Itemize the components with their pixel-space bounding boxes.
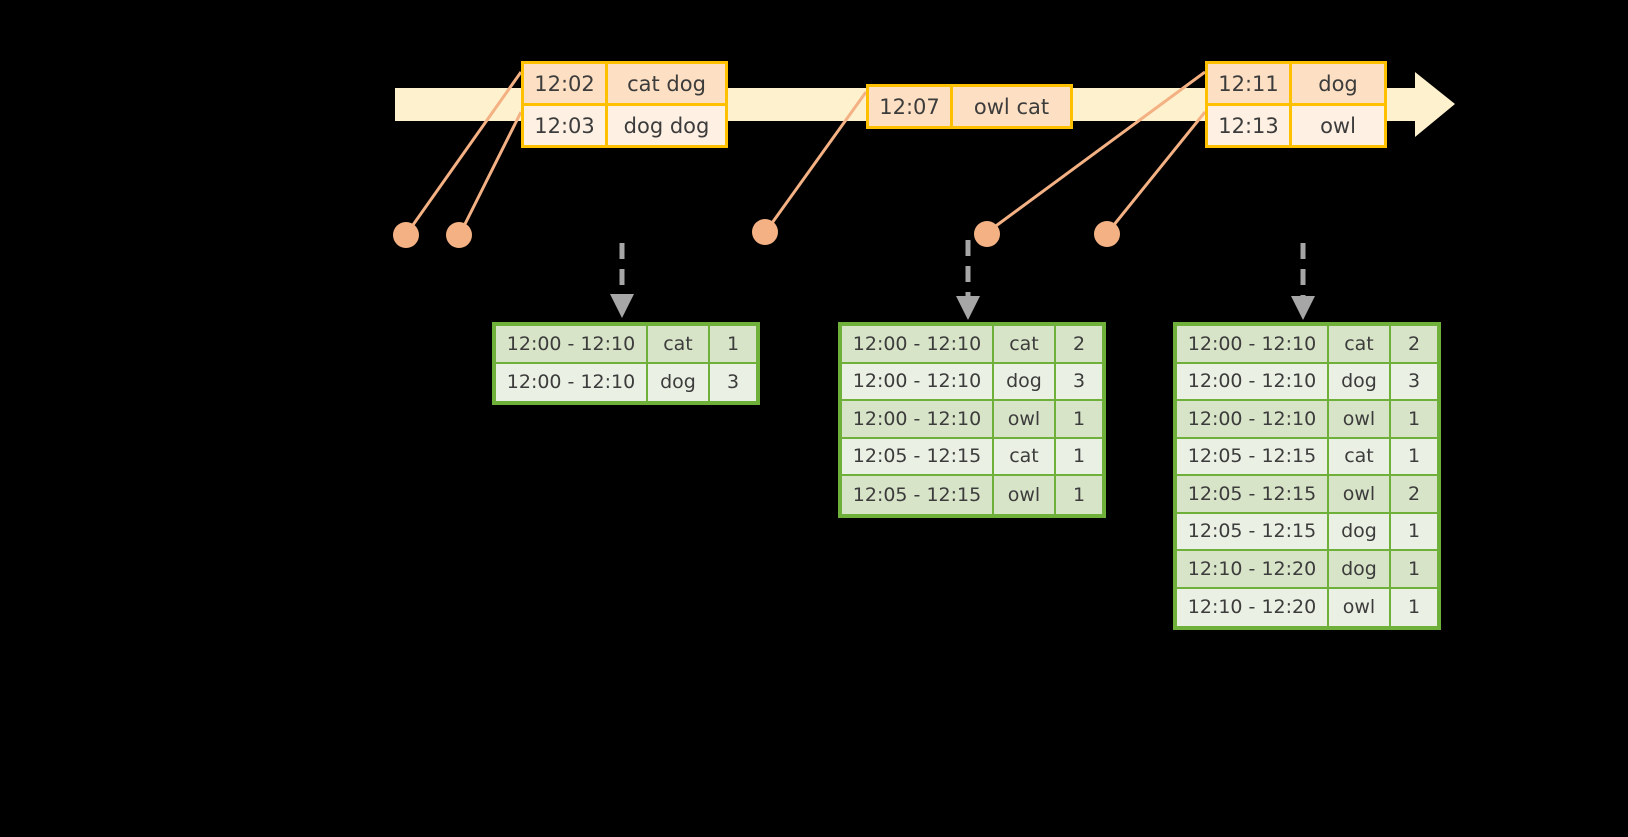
trigger-dot-5 xyxy=(1094,221,1120,247)
cell-name: owl xyxy=(994,476,1056,514)
cell-name: dog xyxy=(1329,551,1391,589)
connector-line-3 xyxy=(765,91,868,231)
dashed-arrow-3 xyxy=(1291,243,1315,320)
cell-window: 12:00 - 12:10 xyxy=(842,401,994,439)
connector-line-2 xyxy=(459,111,523,233)
cell-count: 1 xyxy=(1391,514,1437,551)
cell-count: 2 xyxy=(1391,476,1437,514)
event-payload: dog dog xyxy=(623,113,710,138)
connector-line-5 xyxy=(1107,111,1207,232)
cell-window: 12:10 - 12:20 xyxy=(1177,551,1329,589)
cell-name: cat xyxy=(994,438,1056,476)
cell-name: cat xyxy=(1329,438,1391,476)
event-row[interactable]: 12:11 dog xyxy=(1208,64,1384,103)
cell-window: 12:00 - 12:10 xyxy=(1177,401,1329,439)
cell-count: 3 xyxy=(726,371,740,394)
event-time: 12:07 xyxy=(869,87,953,126)
cell-window: 12:00 - 12:10 xyxy=(496,363,648,401)
event-payload: owl cat xyxy=(973,94,1050,119)
cell-count: 1 xyxy=(1391,439,1437,476)
cell-count: 1 xyxy=(1056,439,1102,476)
cell-name: dog xyxy=(648,363,710,401)
cell-window: 12:05 - 12:15 xyxy=(842,476,994,514)
cell-count: 1 xyxy=(1391,551,1437,589)
event-group-2[interactable]: 12:07 owl cat xyxy=(866,84,1073,129)
cell-window: 12:00 - 12:10 xyxy=(1177,326,1329,364)
cell-count: 1 xyxy=(710,326,756,364)
event-payload: cat dog xyxy=(627,71,706,96)
dashed-arrow-2 xyxy=(956,240,980,320)
event-row[interactable]: 12:02 cat dog xyxy=(524,64,725,103)
trigger-dot-3 xyxy=(752,219,778,245)
cell-window: 12:05 - 12:15 xyxy=(1177,513,1329,551)
cell-window: 12:00 - 12:10 xyxy=(842,326,994,364)
cell-count: 2 xyxy=(1391,326,1437,364)
cell-window: 12:05 - 12:15 xyxy=(1177,438,1329,476)
cell-count: 2 xyxy=(1056,326,1102,364)
event-group-1[interactable]: 12:02 cat dog 12:03 dog dog xyxy=(521,61,728,148)
cell-window: 12:05 - 12:15 xyxy=(842,438,994,476)
connector-line-4 xyxy=(988,70,1206,233)
dashed-arrow-1 xyxy=(610,243,634,318)
cell-name: cat xyxy=(1329,326,1391,364)
cell-window: 12:00 - 12:10 xyxy=(1177,363,1329,401)
event-payload: owl xyxy=(1320,113,1356,138)
cell-window: 12:00 - 12:10 xyxy=(842,363,994,401)
cell-count: 3 xyxy=(1391,364,1437,401)
event-payload: dog xyxy=(1318,71,1358,96)
event-row[interactable]: 12:07 owl cat xyxy=(869,87,1070,126)
event-time: 12:11 xyxy=(1208,64,1292,103)
cell-name: dog xyxy=(994,363,1056,401)
cell-window: 12:10 - 12:20 xyxy=(1177,588,1329,626)
event-group-3[interactable]: 12:11 dog 12:13 owl xyxy=(1205,61,1387,148)
cell-name: dog xyxy=(1329,513,1391,551)
connector-line-1 xyxy=(406,71,523,233)
cell-count: 1 xyxy=(1072,483,1086,506)
event-time: 12:03 xyxy=(524,106,608,145)
cell-name: owl xyxy=(1329,476,1391,514)
trigger-dot-2 xyxy=(446,222,472,248)
cell-window: 12:00 - 12:10 xyxy=(496,326,648,364)
cell-name: cat xyxy=(994,326,1056,364)
event-time: 12:02 xyxy=(524,64,608,103)
timeline-arrow-head xyxy=(1405,72,1455,137)
cell-count: 1 xyxy=(1407,596,1421,619)
trigger-dot-4 xyxy=(974,221,1000,247)
trigger-dot-1 xyxy=(393,222,419,248)
cell-name: owl xyxy=(994,401,1056,439)
cell-count: 1 xyxy=(1391,401,1437,439)
cell-count: 3 xyxy=(1056,364,1102,401)
event-row[interactable]: 12:03 dog dog xyxy=(524,103,725,145)
cell-name: dog xyxy=(1329,363,1391,401)
event-row[interactable]: 12:13 owl xyxy=(1208,103,1384,145)
cell-count: 1 xyxy=(1056,401,1102,439)
cell-name: owl xyxy=(1329,588,1391,626)
cell-window: 12:05 - 12:15 xyxy=(1177,476,1329,514)
cell-name: cat xyxy=(648,326,710,364)
event-time: 12:13 xyxy=(1208,106,1292,145)
cell-name: owl xyxy=(1329,401,1391,439)
